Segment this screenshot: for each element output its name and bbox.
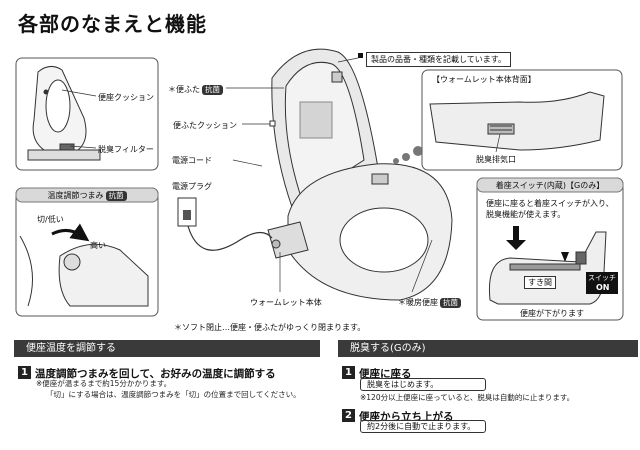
label-seat-down: 便座が下がります <box>520 309 584 318</box>
label-lid: ＊便ふた抗菌 <box>168 84 223 95</box>
back-view-drawing <box>429 91 605 151</box>
label-gap: すき間 <box>524 276 556 289</box>
antibacterial-badge: 抗菌 <box>440 298 461 308</box>
label-power-plug: 電源プラグ <box>172 182 212 191</box>
seat-switch-area <box>371 173 389 185</box>
section-temp-header: 便座温度を調節する <box>14 340 320 357</box>
step-title: 便座に座る <box>359 368 412 380</box>
temp-note-1: ※便座が温まるまで約15分かかります。 <box>36 379 172 388</box>
soft-close-note: ＊ソフト閉止…便座・便ふたがゆっくり閉まります。 <box>174 323 366 332</box>
label-off-low: 切/低い <box>37 215 64 224</box>
underside-seat-drawing <box>27 66 101 161</box>
seat-switch-desc-2: 脱臭機能が使えます。 <box>486 210 566 219</box>
antibacterial-badge: 抗菌 <box>202 85 223 95</box>
back-view-title: 【ウォームレット本体背面】 <box>432 75 536 84</box>
illustration-layer <box>15 48 624 321</box>
label-high: 高い <box>90 241 106 250</box>
deodor-step1-note: ※120分以上便座に座っていると、脱臭は自動的に止まります。 <box>360 393 575 402</box>
section-deodor-header: 脱臭する(Gのみ) <box>338 340 638 357</box>
label-deodor-filter: 脱臭フィルター <box>98 145 154 154</box>
label-switch-on: ON <box>596 283 610 292</box>
switch-on-badge <box>586 272 618 294</box>
product-label-plate <box>299 101 333 139</box>
step-title: 温度調節つまみを回して、お好みの温度に調節する <box>35 368 276 380</box>
label-power-cord: 電源コード <box>172 156 212 165</box>
seat-switch-drawing <box>488 231 607 305</box>
label-heated-seat: ＊暖房便座抗菌 <box>398 297 461 308</box>
section-deodor-step1: 1 便座に座る <box>342 362 412 381</box>
main-seat-drawing <box>267 48 453 301</box>
knob-hand-drawing <box>19 235 149 307</box>
bullet-icon <box>358 53 363 58</box>
seat-switch-desc-1: 便座に座ると着座スイッチが入り、 <box>486 199 614 208</box>
page-title: 各部のなまえと機能 <box>18 12 207 36</box>
step-number: 1 <box>18 366 31 379</box>
label-lid-cushion: 便ふたクッション <box>173 121 237 130</box>
deodor-step2-box: 約2分後に自動で止まります。 <box>360 420 486 433</box>
seat-switch-title: 着座スイッチ(内蔵)【Gのみ】 <box>495 181 605 190</box>
temp-note-2: 「切」にする場合は、温度調節つまみを「切」の位置まで回してください。 <box>46 390 301 399</box>
deodor-step1-box: 脱臭をはじめます。 <box>360 378 486 391</box>
step-number: 2 <box>342 409 355 422</box>
power-cord-line <box>187 225 273 251</box>
label-switch: スイッチ <box>588 274 616 282</box>
section-temp-step1: 1 温度調節つまみを回して、お好みの温度に調節する <box>18 362 276 381</box>
label-outlet: 脱臭排気口 <box>476 155 516 164</box>
temp-knob-title: 温度調節つまみ抗菌 <box>16 190 158 201</box>
label-product-info: 製品の品番・種類を記載しています。 <box>366 52 511 67</box>
step-number: 1 <box>342 366 355 379</box>
label-seat-cushion: 便座クッション <box>98 93 154 102</box>
label-main-unit: ウォームレット本体 <box>250 298 322 307</box>
antibacterial-badge: 抗菌 <box>105 191 127 201</box>
